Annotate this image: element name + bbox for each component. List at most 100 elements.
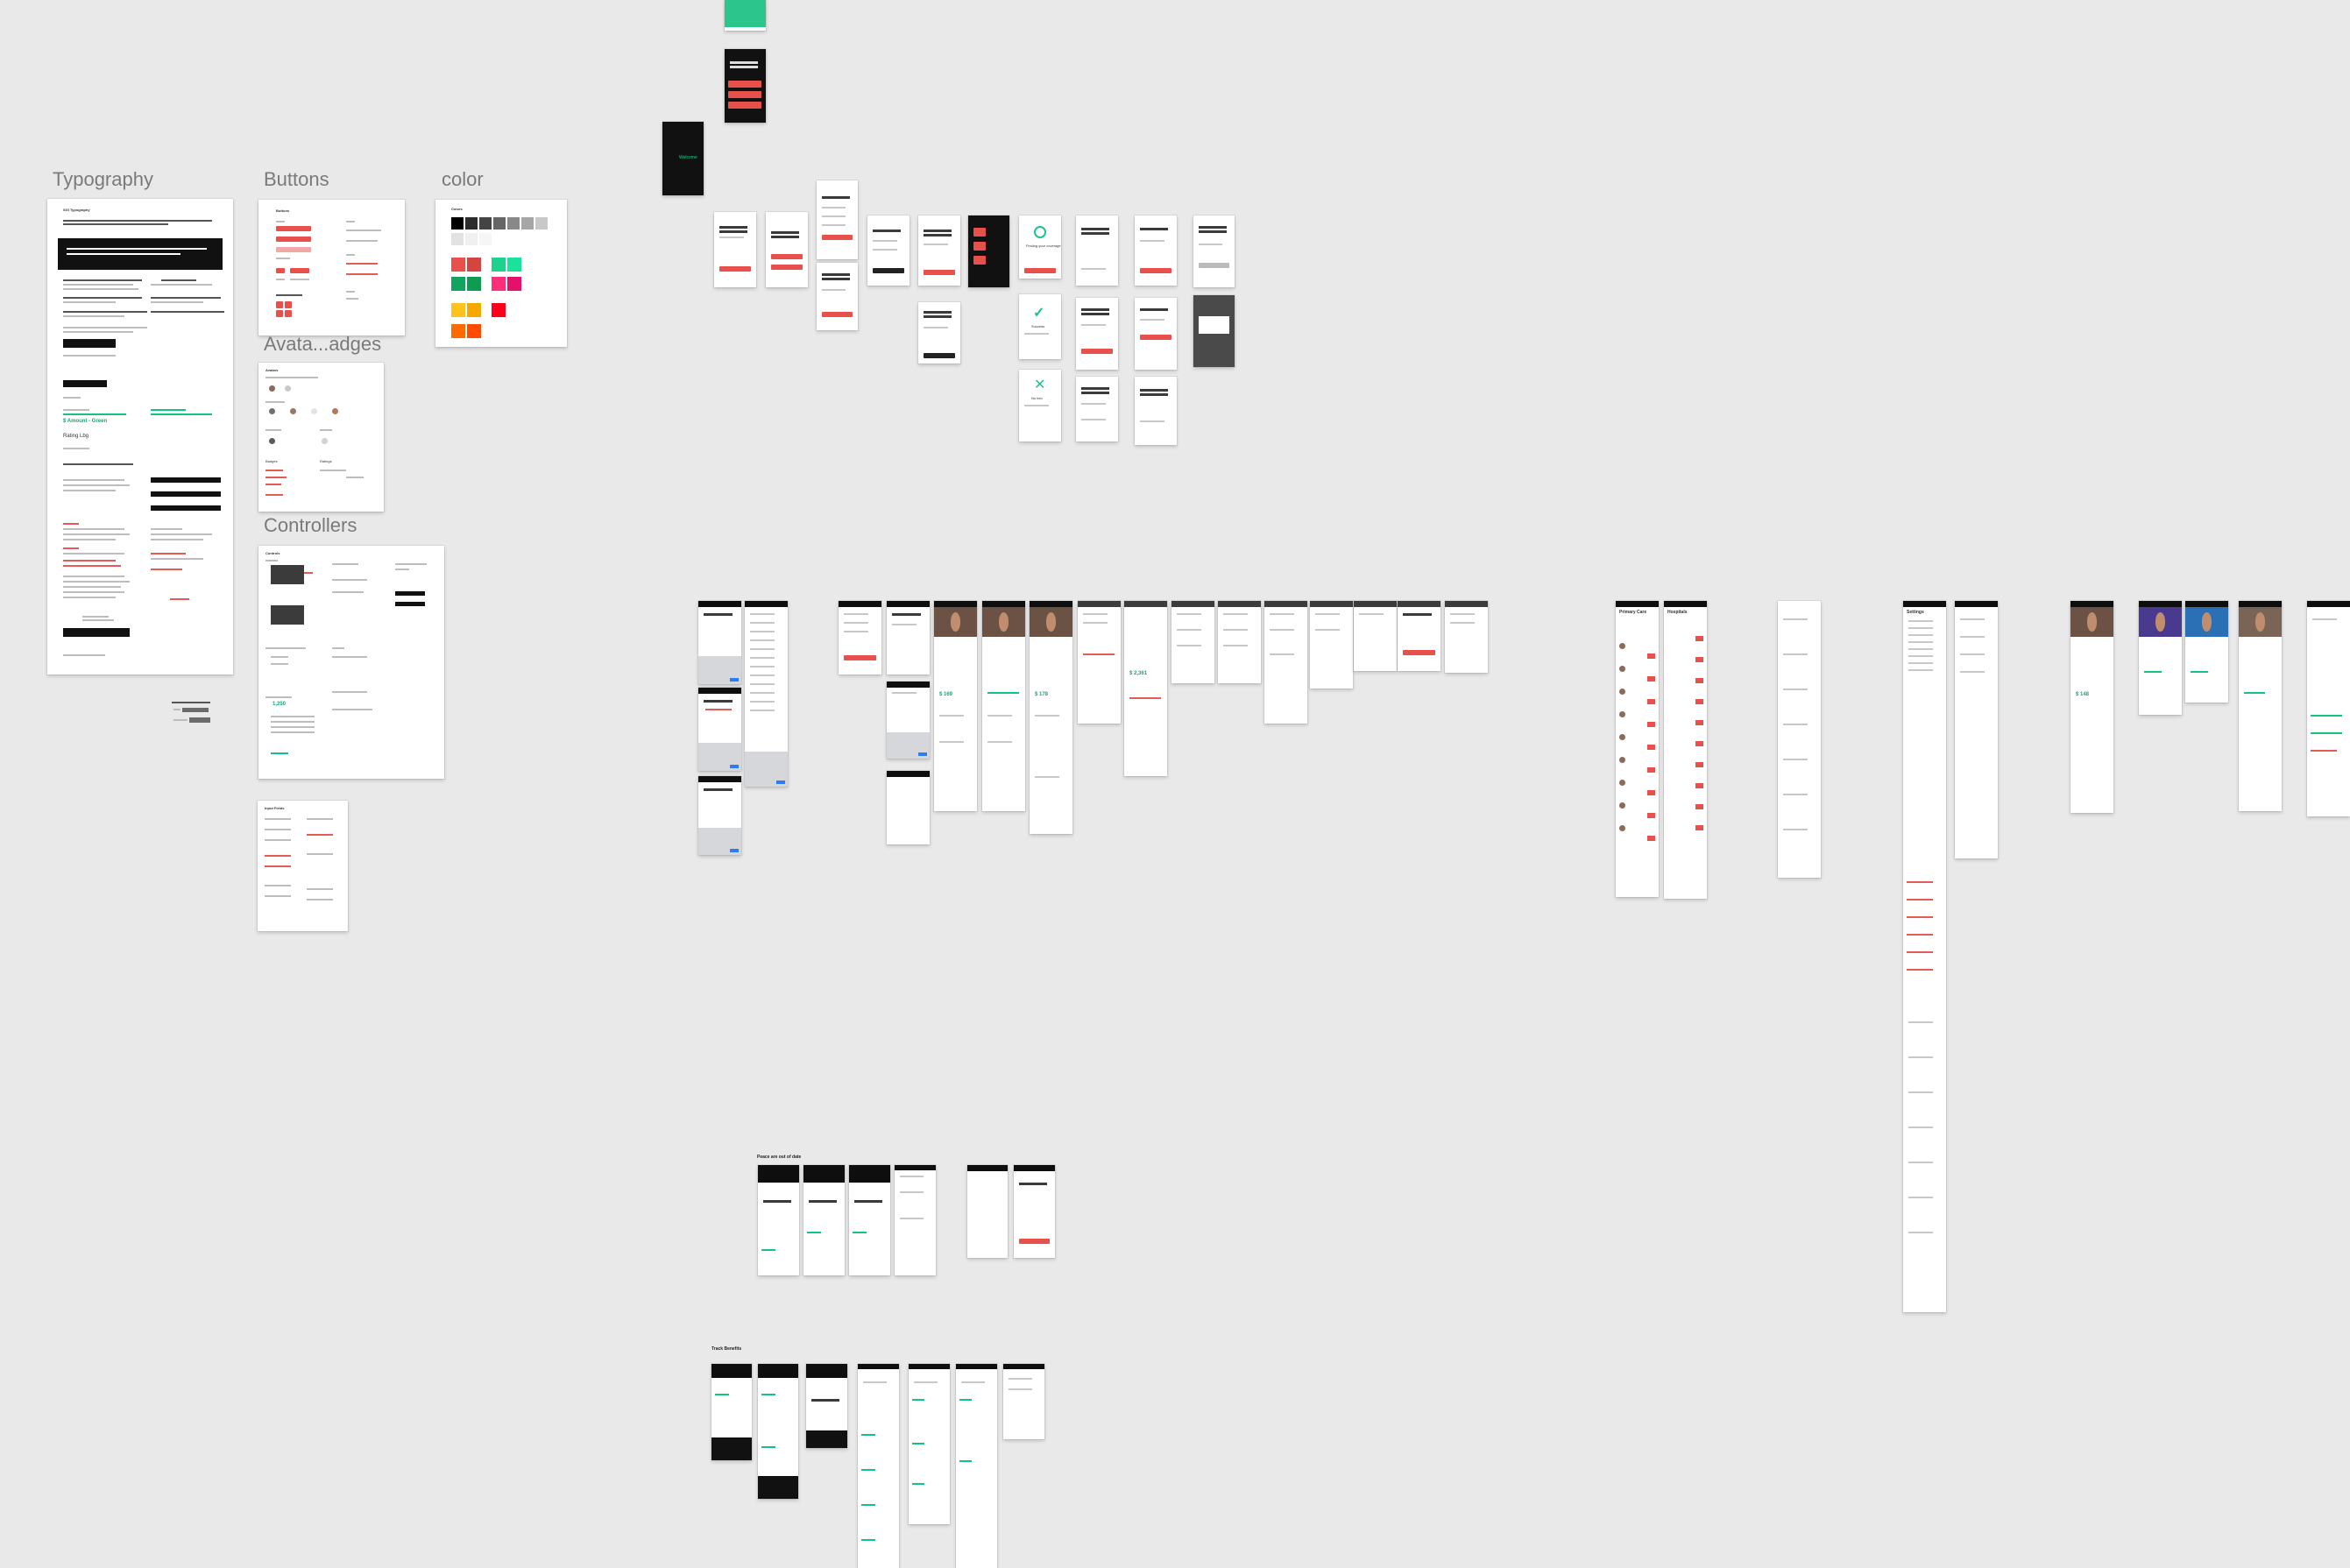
color-board-label[interactable]: color: [442, 168, 484, 190]
onboarding-screen-15[interactable]: [1193, 215, 1235, 287]
track-screen-1[interactable]: [711, 1364, 752, 1460]
track-screen-2[interactable]: [758, 1364, 798, 1499]
controllers-board[interactable]: Controls 1,250: [258, 546, 444, 779]
results-screen-1[interactable]: [1171, 601, 1214, 683]
onboarding-screen-5[interactable]: [867, 215, 910, 286]
onboarding-dark-screen[interactable]: [725, 49, 766, 123]
controllers-board-label[interactable]: Controllers: [264, 514, 357, 536]
onboarding-screen-1[interactable]: [714, 212, 756, 287]
settings-detail-screen[interactable]: [1955, 601, 1998, 858]
track-screen-3[interactable]: [806, 1364, 847, 1448]
onboarding-screen-13[interactable]: [1135, 298, 1177, 370]
facility-screen-2[interactable]: [2185, 601, 2228, 703]
onboarding-screen-12[interactable]: [1135, 215, 1177, 286]
search-screen-keyboard[interactable]: [698, 776, 741, 855]
color-swatch-gray-300[interactable]: [451, 233, 464, 245]
results-screen-5[interactable]: [1354, 601, 1397, 671]
peace-screen-3[interactable]: [849, 1165, 890, 1275]
detail-screen[interactable]: [887, 601, 930, 675]
color-swatch-green-deep[interactable]: [467, 277, 481, 291]
buttons-board-label[interactable]: Buttons: [264, 168, 329, 190]
color-swatch-orange-dark[interactable]: [467, 324, 481, 338]
doctor-profile-screen-5[interactable]: $ 148: [2070, 601, 2113, 813]
color-swatch-red-dark[interactable]: [467, 258, 481, 272]
menu-list-screen[interactable]: [745, 601, 788, 787]
color-swatch-bright-red[interactable]: [492, 303, 506, 317]
blank-screen[interactable]: [887, 771, 930, 844]
results-screen-4[interactable]: [1310, 601, 1353, 689]
hospitals-list[interactable]: Hospitals: [1664, 601, 1707, 899]
success-screen[interactable]: ✓ Success: [1019, 294, 1061, 359]
peace-screen-6[interactable]: [1014, 1165, 1055, 1258]
onboarding-green-screen[interactable]: [725, 0, 766, 31]
results-screen-3[interactable]: [1264, 601, 1307, 724]
facility-screen-1[interactable]: [2139, 601, 2182, 715]
color-swatch-gray-500[interactable]: [521, 217, 534, 230]
picker-screen[interactable]: [887, 682, 930, 759]
color-swatch-orange[interactable]: [451, 324, 465, 338]
no-info-screen[interactable]: ✕ No info: [1019, 370, 1061, 441]
doctor-profile-screen-1[interactable]: $ 169: [934, 601, 977, 811]
onboarding-screen-14[interactable]: [1135, 377, 1177, 445]
onboarding-screen-8[interactable]: [968, 215, 1009, 287]
primary-care-list[interactable]: Primary Care: [1616, 601, 1659, 897]
track-screen-4[interactable]: [858, 1364, 899, 1568]
track-screen-6[interactable]: [956, 1364, 997, 1568]
peace-screen-1[interactable]: [758, 1165, 799, 1275]
avatars-board-label[interactable]: Avata...adges: [264, 333, 382, 355]
color-swatch-green-light[interactable]: [507, 258, 521, 272]
results-screen-2[interactable]: [1218, 601, 1261, 683]
signup-screen-keyboard[interactable]: [698, 688, 741, 771]
onboarding-screen-2[interactable]: [766, 212, 808, 287]
color-swatch-gray-800[interactable]: [479, 217, 492, 230]
settings-long-screen[interactable]: Settings: [1903, 601, 1946, 1312]
color-swatch-magenta[interactable]: [507, 277, 521, 291]
color-swatch-gray-700[interactable]: [493, 217, 506, 230]
onboarding-modal-screen[interactable]: [1193, 295, 1235, 367]
color-swatch-gray-400[interactable]: [535, 217, 548, 230]
avatars-board[interactable]: Avatars Badges Ratings: [258, 363, 384, 512]
login-screen-keyboard[interactable]: [698, 601, 741, 684]
track-screen-5[interactable]: [909, 1364, 950, 1524]
onboarding-screen-3[interactable]: [817, 180, 858, 259]
color-swatch-black[interactable]: [451, 217, 464, 230]
color-swatch-amber[interactable]: [467, 303, 481, 317]
typography-board-label[interactable]: Typography: [53, 168, 153, 190]
onboarding-screen-4[interactable]: [817, 263, 858, 330]
peace-screen-4[interactable]: [895, 1165, 936, 1275]
buttons-board[interactable]: Buttons: [258, 200, 405, 335]
color-swatch-gray-900[interactable]: [465, 217, 478, 230]
onboarding-splash-screen[interactable]: Welcome: [662, 122, 704, 195]
color-swatch-gray-100[interactable]: [479, 233, 492, 245]
results-screen-6[interactable]: [1398, 601, 1440, 671]
color-swatch-yellow[interactable]: [451, 303, 465, 317]
color-swatch-gray-200[interactable]: [465, 233, 478, 245]
doctor-profile-screen-3[interactable]: $ 178: [1030, 601, 1072, 834]
onboarding-screen-7[interactable]: [918, 302, 960, 364]
input-fields-board[interactable]: Input Fields: [258, 801, 348, 931]
typography-board[interactable]: SGI Typography $ Amount - Green Rating L…: [47, 199, 233, 675]
color-swatch-gray-600[interactable]: [507, 217, 520, 230]
finding-coverage-screen[interactable]: Finding your coverage: [1019, 215, 1061, 279]
color-swatch-green[interactable]: [492, 258, 506, 272]
doctor-profile-screen-4[interactable]: $ 2,361: [1124, 601, 1167, 776]
color-swatch-green-dark[interactable]: [451, 277, 465, 291]
peace-screen-5[interactable]: [967, 1165, 1008, 1258]
color-swatch-red[interactable]: [451, 258, 465, 272]
facility-screen-3[interactable]: [2239, 601, 2282, 811]
doctor-list-screen[interactable]: [1078, 601, 1121, 724]
color-board[interactable]: Colors: [435, 200, 567, 347]
benefits-detail-screen[interactable]: [2307, 601, 2350, 816]
doctor-profile-screen-2[interactable]: [982, 601, 1025, 811]
onboarding-screen-6[interactable]: [918, 215, 960, 286]
onboarding-screen-9[interactable]: [1076, 215, 1118, 286]
track-screen-7[interactable]: [1003, 1364, 1044, 1439]
color-swatch-pink[interactable]: [492, 277, 506, 291]
peace-screen-2[interactable]: [803, 1165, 845, 1275]
onboarding-screen-11[interactable]: [1076, 377, 1118, 441]
claims-list-screen[interactable]: [1778, 601, 1821, 878]
account-form-screen[interactable]: [839, 601, 881, 675]
onboarding-screen-10[interactable]: [1076, 298, 1118, 370]
results-screen-7[interactable]: [1445, 601, 1488, 673]
